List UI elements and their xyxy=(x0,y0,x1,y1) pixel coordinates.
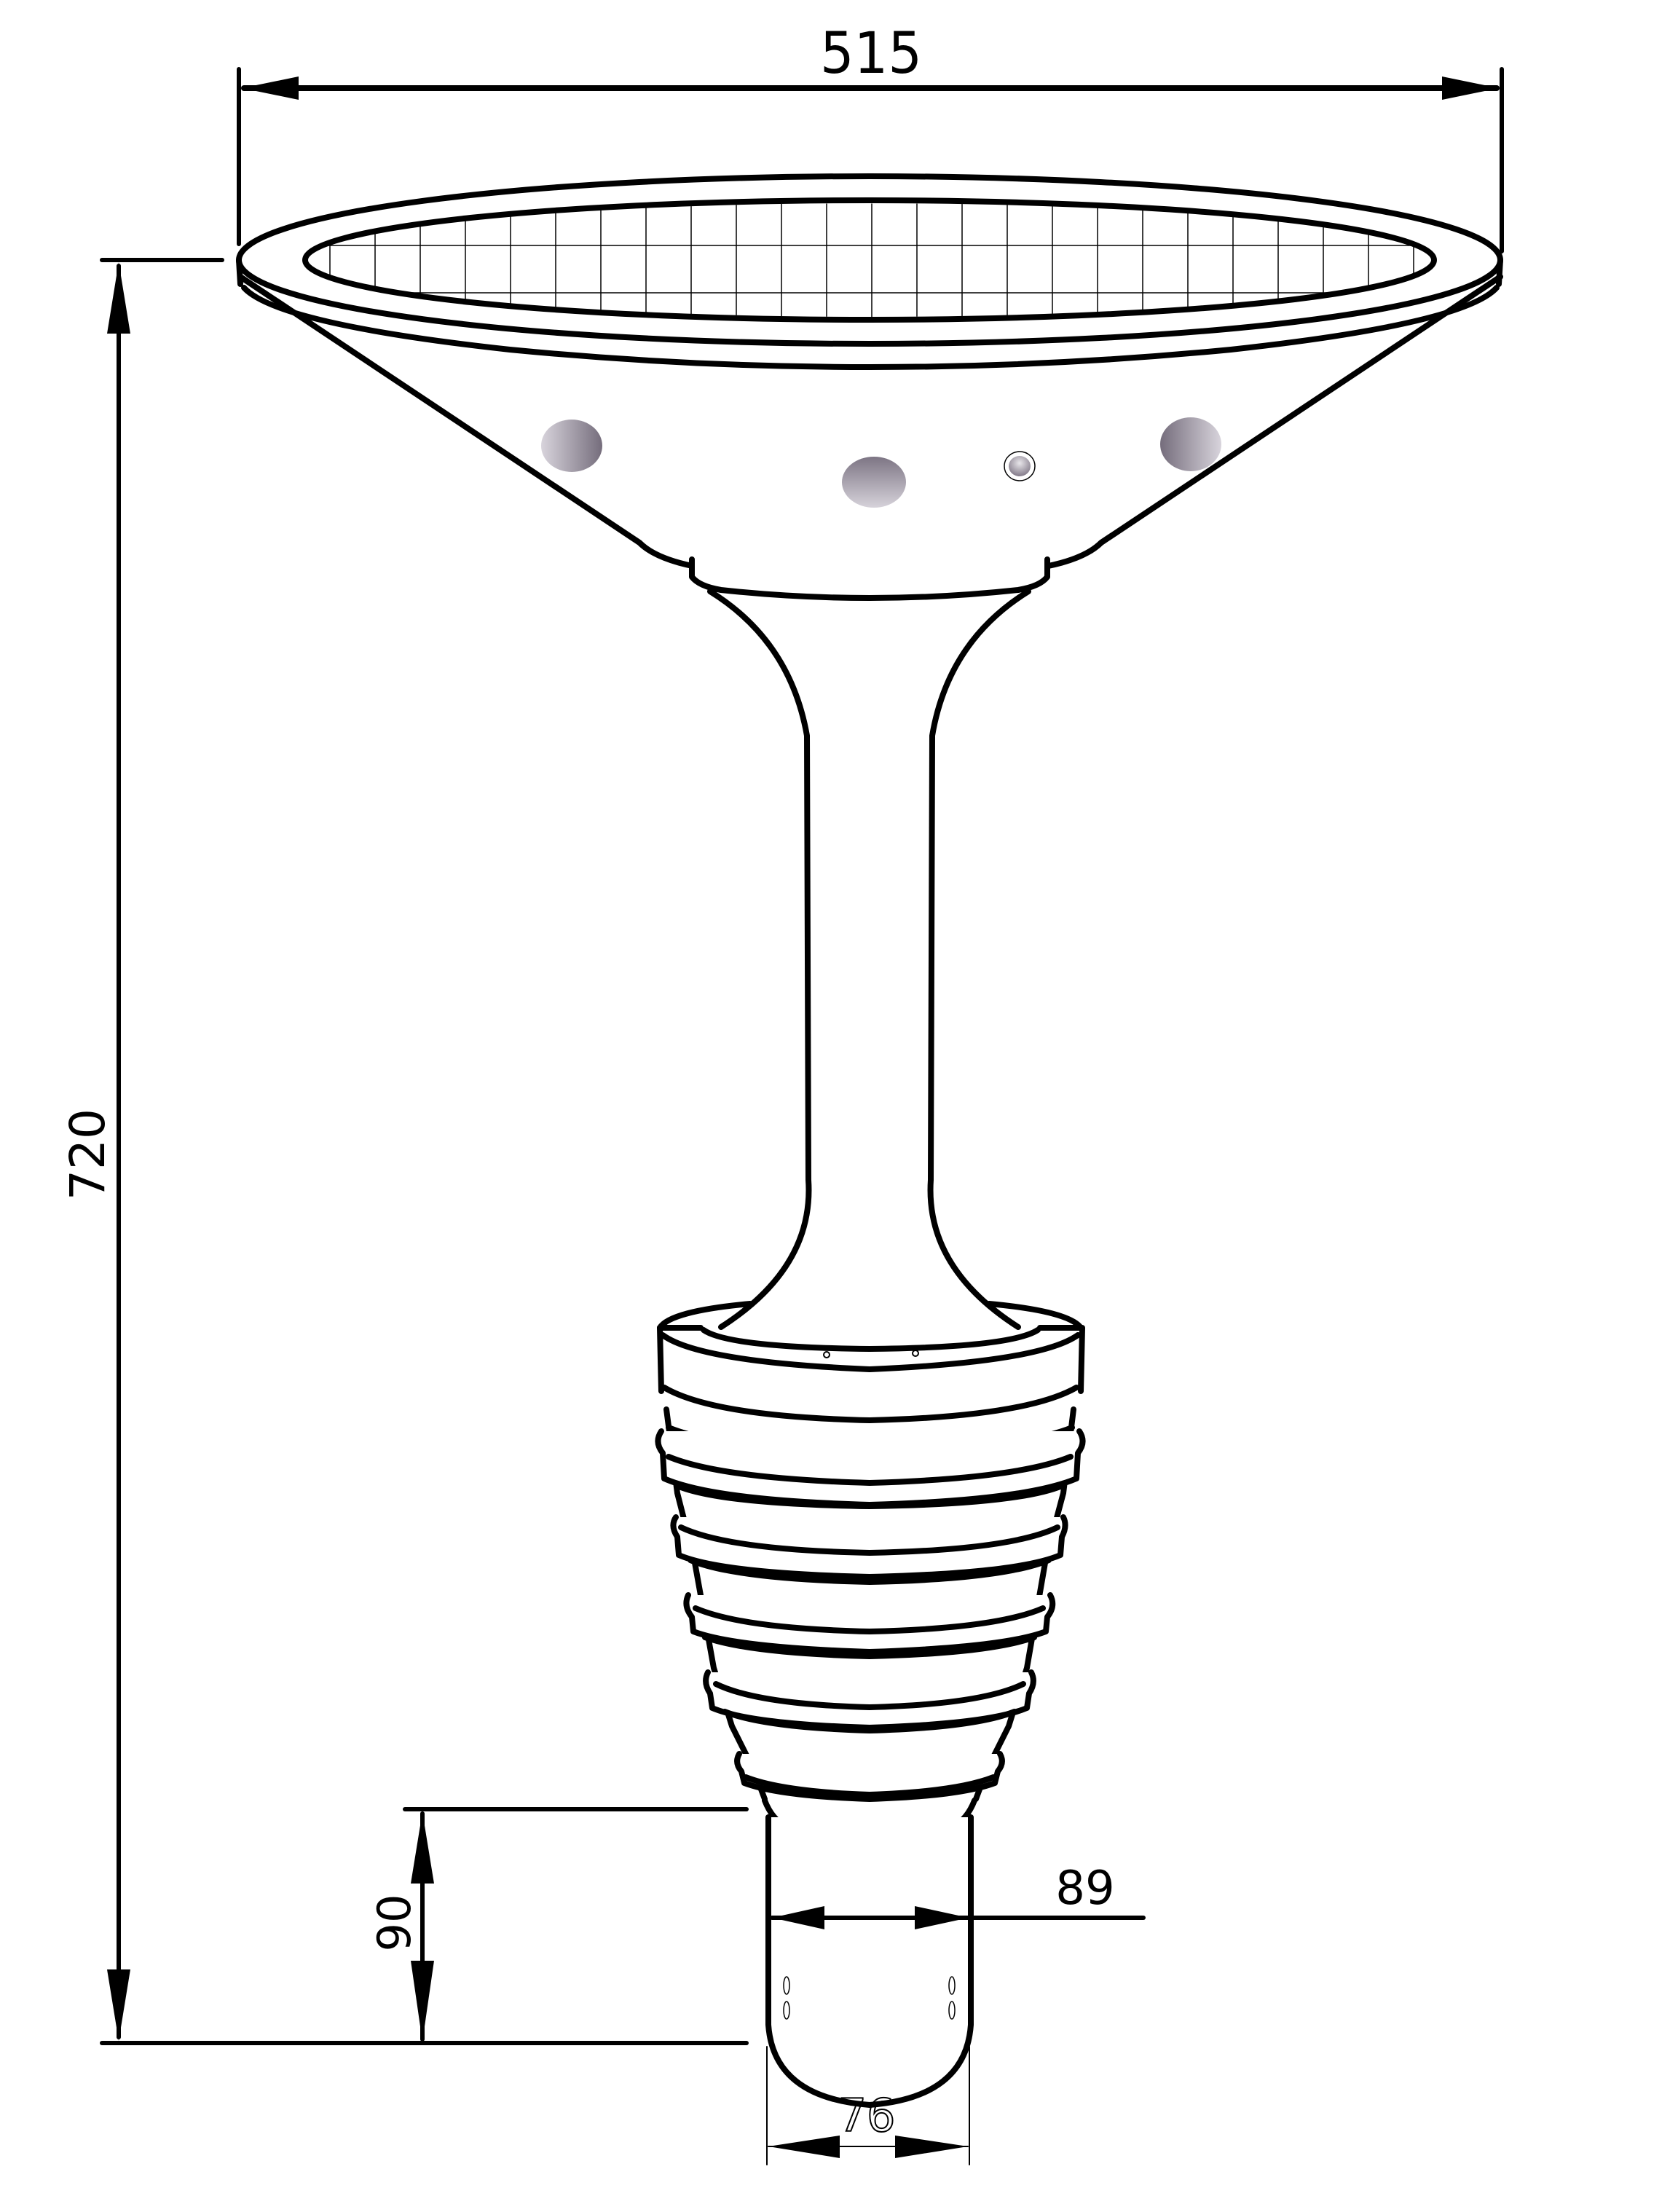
ring-2-bottom xyxy=(688,1557,1052,1585)
base-top-cap xyxy=(657,1301,1084,1331)
height-label: 720 xyxy=(60,1109,116,1200)
ring-5-top xyxy=(743,1774,996,1798)
collar-diameter-dimension: 89 xyxy=(770,1862,1146,1929)
collar-band xyxy=(689,556,1050,601)
arrowhead-up-icon xyxy=(411,1812,434,1884)
neck-collar xyxy=(689,556,1050,601)
screw-left-icon xyxy=(823,1351,830,1358)
ring-4-top xyxy=(713,1681,1026,1710)
hole-icon xyxy=(783,1976,790,1995)
sensor-small-icon xyxy=(1004,451,1036,481)
ring-2 xyxy=(670,1514,1068,1580)
spigot-depth-dimension: 90 xyxy=(368,1807,749,2042)
arrowhead-down-icon xyxy=(411,1961,434,2042)
arrowhead-right-icon xyxy=(895,2136,968,2158)
rim-lower-edge xyxy=(241,285,1500,370)
lens-right-icon xyxy=(1160,417,1221,471)
hole-icon xyxy=(783,2001,790,2020)
lamp-head xyxy=(236,173,1503,579)
spigot xyxy=(765,1814,974,2108)
base-side-top-right xyxy=(1078,1325,1085,1394)
ring-3-top xyxy=(693,1605,1046,1634)
ring-2-top xyxy=(678,1524,1060,1556)
base-side-top-left xyxy=(657,1325,664,1394)
hole-icon xyxy=(948,1976,956,1995)
stem-right-edge xyxy=(927,589,1031,1330)
ring-1-top xyxy=(666,1454,1074,1486)
stem xyxy=(707,589,1031,1330)
ring-3 xyxy=(683,1592,1056,1655)
ribbed-base xyxy=(655,1301,1086,1841)
spigot-body xyxy=(765,1814,974,2108)
pole-label: 76 xyxy=(838,2089,896,2142)
lens-left-icon xyxy=(541,420,602,472)
arrowhead-left-icon xyxy=(768,2136,840,2158)
ring-1-bottom xyxy=(674,1483,1065,1509)
solar-panel-grid xyxy=(307,203,1432,317)
width-dimension: 515 xyxy=(237,21,1504,253)
base-top-band xyxy=(660,1332,1081,1372)
width-label: 515 xyxy=(820,21,922,87)
hole-icon xyxy=(948,2001,956,2020)
arrowhead-right-icon xyxy=(1442,76,1499,100)
ring-4-bottom xyxy=(722,1709,1017,1733)
height-dimension: 720 xyxy=(60,258,749,2045)
base-band-2 xyxy=(661,1385,1079,1423)
depth-label: 90 xyxy=(368,1894,421,1952)
collar-label: 89 xyxy=(1055,1862,1114,1916)
stem-left-edge xyxy=(707,589,812,1330)
lens-center-icon xyxy=(842,457,906,508)
pole-diameter-dimension: 76 xyxy=(766,2046,970,2165)
base-top-inner xyxy=(701,1327,1041,1352)
arrowhead-right-icon xyxy=(915,1906,969,1929)
arrowhead-left-icon xyxy=(772,1906,824,1929)
arrowhead-down-icon xyxy=(107,1969,130,2041)
fixing-holes xyxy=(783,1976,956,2020)
screw-right-icon xyxy=(912,1350,919,1357)
arrowhead-up-icon xyxy=(107,262,130,334)
glass-inner-rim xyxy=(302,197,1437,323)
arrowhead-left-icon xyxy=(242,76,299,100)
ring-3-bottom xyxy=(702,1634,1037,1659)
